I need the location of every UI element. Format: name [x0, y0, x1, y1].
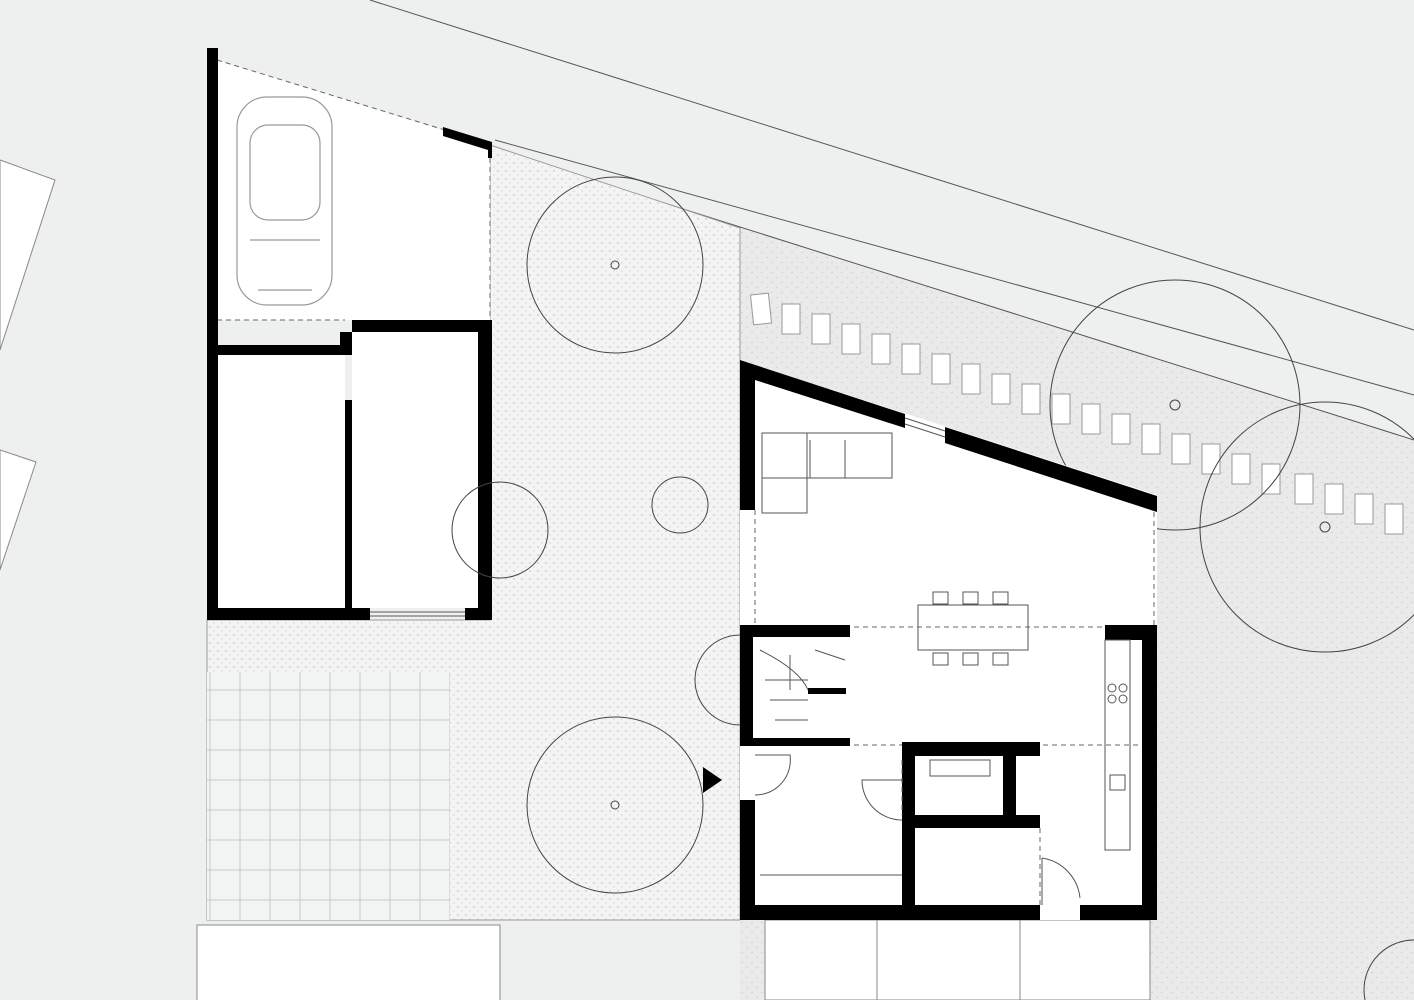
- kitchen-counter: [1104, 639, 1131, 851]
- tree: [1363, 939, 1414, 1000]
- garage-inner-wall: [345, 400, 352, 608]
- neighbour-building: [0, 159, 56, 351]
- entrance-arrow-icon: [703, 767, 722, 793]
- neighbour-building: [196, 924, 501, 1000]
- tree-trunk: [1319, 521, 1331, 533]
- dining-table-icon: [917, 591, 1029, 666]
- stair-wall: [808, 688, 846, 694]
- stair-wall: [740, 738, 850, 746]
- tree-trunk: [610, 260, 620, 270]
- sink-icon: [1109, 774, 1126, 791]
- window: [904, 417, 946, 438]
- door-swing-icon: [754, 754, 791, 796]
- garage-wall-bottom: [207, 608, 370, 620]
- door-swing-icon: [1041, 857, 1081, 905]
- hob-icon: [1107, 683, 1128, 704]
- sidewalk-edge-2: [494, 139, 1414, 396]
- neighbour-building: [764, 919, 878, 1000]
- house-wall: [740, 360, 905, 510]
- window: [370, 611, 465, 617]
- garage-inner-wall: [340, 332, 352, 355]
- sofa-icon: [761, 432, 893, 514]
- shower-tray: [929, 759, 991, 777]
- storage-room: [352, 332, 478, 608]
- tree-trunk: [610, 800, 620, 810]
- shrub: [451, 481, 549, 579]
- neighbour-building: [1019, 919, 1151, 1000]
- garage-wall: [207, 320, 492, 620]
- glazing: [754, 510, 1155, 746]
- house-wall: [902, 742, 1040, 905]
- garage-wall: [207, 48, 218, 620]
- neighbour-building: [876, 919, 1021, 1000]
- house-floor: [740, 360, 1157, 920]
- garage-wall: [443, 127, 492, 158]
- tree: [526, 716, 704, 894]
- wall-dash: [901, 760, 1041, 905]
- stair-icon: [759, 649, 846, 721]
- tree: [526, 176, 704, 354]
- tree: [1199, 401, 1414, 653]
- house-wall: [945, 427, 1157, 512]
- street-edge: [369, 0, 1414, 331]
- tiled-terrace: [207, 672, 450, 920]
- door-swing-icon: [861, 779, 903, 821]
- car-icon: [236, 96, 333, 306]
- carport-edge: [216, 59, 491, 321]
- tree: [651, 476, 709, 534]
- tree-trunk: [1169, 399, 1181, 411]
- house-wall: [740, 625, 850, 740]
- stepping-stones: [749, 292, 1404, 535]
- carport-floor: [217, 60, 490, 320]
- neighbour-building: [0, 449, 37, 571]
- storage-room: [218, 355, 345, 608]
- trees: [451, 176, 1414, 1000]
